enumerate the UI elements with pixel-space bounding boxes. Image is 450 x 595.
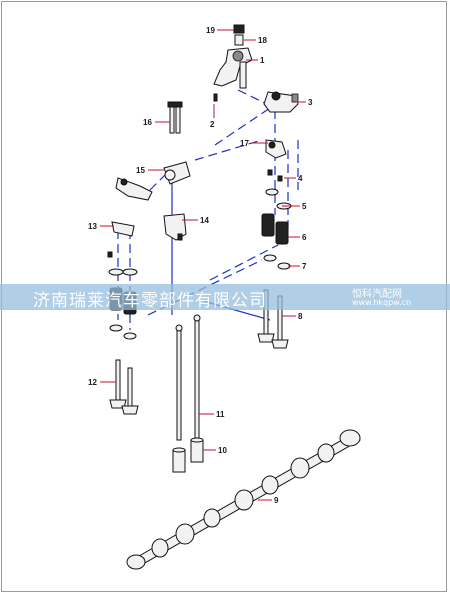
callout-4: 4: [298, 174, 303, 183]
watermark-brand-text: 恒科汽配网: [352, 289, 402, 300]
part-17-rocker-arm: [265, 139, 287, 159]
watermark-url-text: www.hkqpw.cn: [352, 298, 412, 307]
callout-11: 11: [216, 410, 225, 419]
callout-17: 17: [240, 139, 249, 148]
callout-15: 15: [136, 166, 145, 175]
part-19-cap: [233, 24, 245, 34]
part-12-valves: [109, 359, 139, 415]
watermark-company-text: 济南瑞莱汽车零部件有限公司: [33, 291, 267, 311]
callout-3: 3: [308, 98, 313, 107]
callout-6: 6: [302, 233, 307, 242]
callout-18: 18: [258, 36, 267, 45]
right-valve-stack: [261, 169, 292, 270]
callout-19: 19: [206, 26, 215, 35]
rocker-arm-left: [115, 177, 153, 201]
part-2-pin: [213, 93, 218, 102]
part-15-rocker-bracket: [163, 161, 191, 185]
part-1-rocker-arm: [213, 47, 253, 89]
callout-12: 12: [88, 378, 97, 387]
callout-leaders: [100, 29, 306, 501]
callout-13: 13: [88, 222, 97, 231]
callout-9: 9: [274, 496, 279, 505]
part-3-rocker-arm: [263, 91, 299, 113]
callout-labels: 19 18 1 2 3 16 17 15 4 5 14 13 6 7 8 12 …: [88, 26, 313, 505]
part-8-valves: [257, 289, 289, 349]
part-10-tappets: [172, 437, 204, 473]
part-9-camshaft: [126, 429, 361, 570]
callout-2: 2: [210, 120, 215, 129]
part-16-bolts: [167, 101, 183, 134]
callout-16: 16: [143, 118, 152, 127]
part-18-adjust-screw: [234, 34, 244, 46]
watermark-band: [0, 284, 450, 310]
part-13-valve-bridge: [111, 221, 135, 237]
callout-8: 8: [298, 312, 303, 321]
part-11-push-rods: [175, 314, 201, 441]
callout-7: 7: [302, 262, 307, 271]
callout-5: 5: [302, 202, 307, 211]
callout-1: 1: [260, 56, 265, 65]
part-14-rocker-support: [163, 213, 187, 241]
callout-14: 14: [200, 216, 209, 225]
callout-10: 10: [218, 446, 227, 455]
